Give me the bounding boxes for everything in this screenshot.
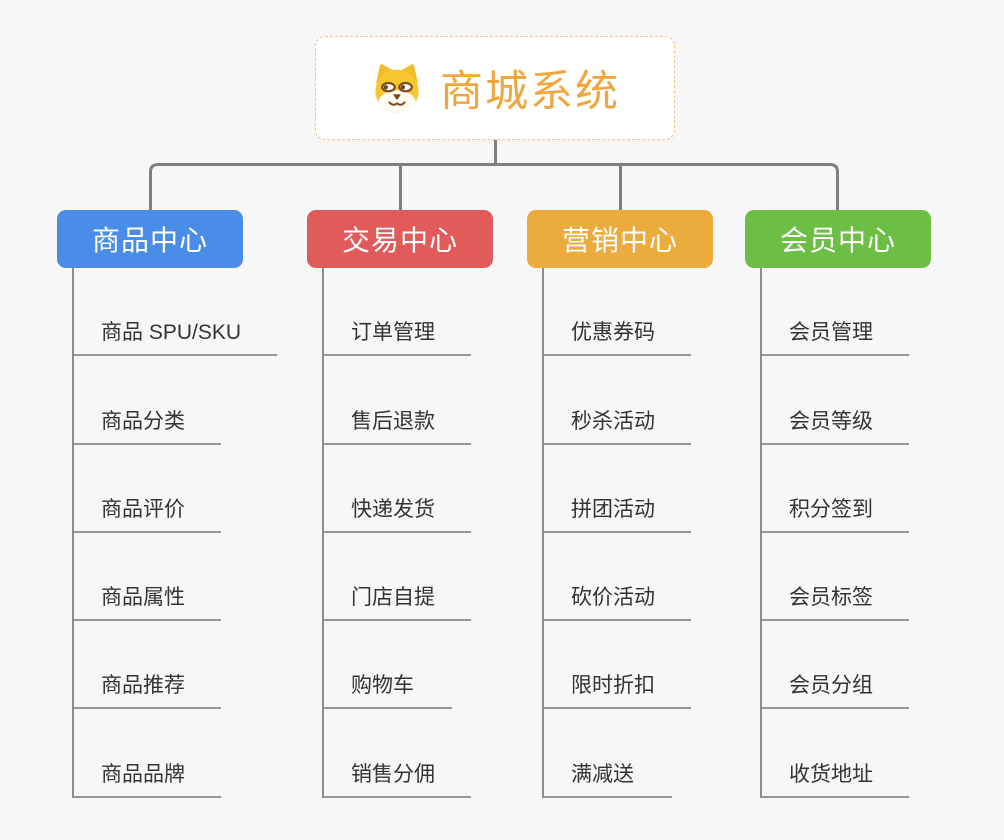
- child-topic[interactable]: 会员分组: [762, 621, 909, 710]
- child-topic[interactable]: 购物车: [324, 621, 452, 710]
- branch: 营销中心 优惠券码秒杀活动拼团活动砍价活动限时折扣满减送: [527, 210, 713, 798]
- child-topic[interactable]: 门店自提: [324, 533, 471, 622]
- child-topic-label: 购物车: [351, 674, 414, 698]
- child-topic[interactable]: 积分签到: [762, 445, 909, 533]
- child-topic[interactable]: 商品评价: [74, 445, 221, 533]
- child-topic[interactable]: 订单管理: [324, 268, 471, 357]
- root-topic-label: 商城系统: [440, 68, 620, 116]
- shiba-dog-icon: [375, 63, 419, 113]
- branch-box[interactable]: 交易中心: [307, 210, 493, 268]
- child-topic[interactable]: 优惠券码: [544, 268, 691, 357]
- child-topic-label: 售后退款: [351, 409, 435, 433]
- child-topic[interactable]: 销售分佣: [324, 709, 471, 798]
- child-topic-label: 商品品牌: [101, 762, 185, 786]
- branch-label: 交易中心: [341, 225, 458, 256]
- child-topic-label: 砍价活动: [571, 586, 655, 610]
- branch-box[interactable]: 会员中心: [745, 210, 931, 268]
- branch-label: 会员中心: [779, 225, 896, 256]
- child-topic[interactable]: 秒杀活动: [544, 356, 691, 445]
- child-topic[interactable]: 收货地址: [762, 709, 909, 798]
- child-topic-label: 会员标签: [789, 586, 873, 610]
- child-topic-label: 会员管理: [789, 321, 873, 345]
- child-topic[interactable]: 商品属性: [74, 533, 221, 622]
- outer-branch-line: [149, 163, 839, 210]
- branch-children: 优惠券码秒杀活动拼团活动砍价活动限时折扣满减送: [542, 268, 691, 798]
- child-topic-label: 销售分佣: [351, 762, 435, 786]
- child-topic-label: 快递发货: [351, 497, 435, 521]
- branch-children: 会员管理会员等级积分签到会员标签会员分组收货地址: [760, 268, 909, 798]
- child-topic-label: 商品分类: [101, 409, 185, 433]
- child-topic-label: 商品属性: [101, 586, 185, 610]
- root-node[interactable]: 商城系统: [315, 36, 675, 140]
- branch: 交易中心 订单管理售后退款快递发货门店自提购物车销售分佣: [307, 210, 493, 798]
- child-topic-label: 商品推荐: [101, 674, 185, 698]
- child-topic[interactable]: 会员管理: [762, 268, 909, 357]
- branch-box[interactable]: 营销中心: [527, 210, 713, 268]
- branch-label: 商品中心: [91, 225, 208, 256]
- child-topic[interactable]: 会员标签: [762, 533, 909, 622]
- branch-children: 订单管理售后退款快递发货门店自提购物车销售分佣: [322, 268, 471, 798]
- child-topic[interactable]: 满减送: [544, 709, 672, 798]
- child-topic-label: 限时折扣: [571, 674, 655, 698]
- child-topic-label: 收货地址: [789, 762, 873, 786]
- child-topic[interactable]: 快递发货: [324, 445, 471, 533]
- child-topic[interactable]: 商品品牌: [74, 709, 221, 798]
- child-topic[interactable]: 限时折扣: [544, 621, 691, 710]
- child-topic-label: 会员分组: [789, 674, 873, 698]
- child-topic[interactable]: 售后退款: [324, 356, 471, 445]
- child-topic-label: 商品评价: [101, 497, 185, 521]
- child-topic[interactable]: 商品 SPU/SKU: [74, 268, 278, 357]
- child-topic-label: 积分签到: [789, 497, 873, 521]
- child-topic-label: 拼团活动: [571, 497, 655, 521]
- child-topic-label: 门店自提: [351, 586, 435, 610]
- branch-label: 营销中心: [561, 225, 678, 256]
- child-topic-label: 秒杀活动: [571, 409, 655, 433]
- branch-box[interactable]: 商品中心: [57, 210, 243, 268]
- branch: 商品中心 商品 SPU/SKU 商品分类商品评价商品属性商品推荐商品品牌: [57, 210, 278, 798]
- child-topic[interactable]: 会员等级: [762, 356, 909, 445]
- child-topic[interactable]: 商品分类: [74, 356, 221, 445]
- child-topic-label: 满减送: [571, 762, 634, 786]
- child-topic[interactable]: 砍价活动: [544, 533, 691, 622]
- child-topic[interactable]: 拼团活动: [544, 445, 691, 533]
- branch-children: 商品 SPU/SKU 商品分类商品评价商品属性商品推荐商品品牌: [72, 268, 278, 798]
- child-topic-label: 会员等级: [789, 409, 873, 433]
- child-topic[interactable]: 商品推荐: [74, 621, 221, 710]
- child-topic-label: 订单管理: [351, 321, 435, 345]
- child-topic-label: 优惠券码: [571, 321, 655, 345]
- child-topic-label: 商品 SPU/SKU: [101, 321, 242, 345]
- branch: 会员中心 会员管理会员等级积分签到会员标签会员分组收货地址: [745, 210, 931, 798]
